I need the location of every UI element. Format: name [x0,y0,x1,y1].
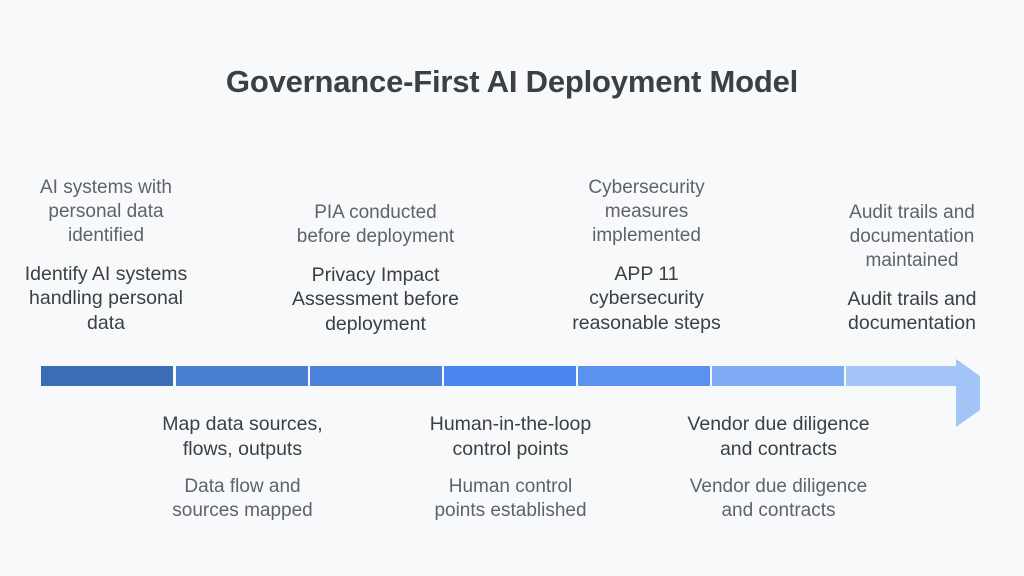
arrow-head-icon [956,359,980,427]
step-label-above-4: Audit trails and documentation [812,287,1012,336]
text-line: and contracts [719,437,838,460]
text-line: Privacy Impact [311,263,440,286]
text-line: AI systems with [40,177,172,198]
step-label-above-3: APP 11 cybersecurity reasonable steps [545,262,748,336]
step-label-above-2: Privacy Impact Assessment before deploym… [273,263,478,337]
spacer [6,248,206,262]
timeline-segment-3 [310,366,442,386]
spacer [273,249,478,263]
step-label-below-2: Human-in-the-loop control points [409,412,612,461]
step-block-above-2: PIA conducted before deployment Privacy … [273,201,478,337]
spacer [545,248,748,262]
text-line: maintained [865,249,959,271]
step-outcome-above-4: Audit trails and documentation maintaine… [812,201,1012,273]
spacer [676,461,881,475]
timeline-segment-2 [176,366,308,386]
text-line: measures [604,200,689,222]
text-line: APP 11 [614,262,679,285]
text-line: deployment [325,313,426,335]
spacer [812,273,1012,287]
timeline-segment-7 [846,366,956,386]
step-outcome-below-1: Data flow and sources mapped [141,475,344,523]
phase-progression-arrow [41,359,980,427]
timeline-segment-6 [712,366,844,386]
spacer [409,461,612,475]
timeline-segment-1 [41,366,173,386]
text-line: reasonable steps [572,311,721,334]
step-block-above-1: AI systems with personal data identified… [6,176,206,336]
step-block-above-4: Audit trails and documentation maintaine… [812,201,1012,336]
text-line: implemented [592,224,701,246]
text-line: PIA conducted [314,202,437,223]
step-outcome-below-2: Human control points established [409,475,612,523]
text-line: Vendor due diligence [687,413,870,435]
step-outcome-above-2: PIA conducted before deployment [273,201,478,249]
text-line: identified [67,224,145,246]
spacer [141,461,344,475]
text-line: documentation [849,225,975,247]
step-label-below-1: Map data sources, flows, outputs [141,412,344,461]
text-line: Human control [448,476,573,498]
text-line: Human-in-the-loop [429,413,592,435]
text-line: Audit trails and [849,202,975,223]
text-line: Data flow and [184,476,301,498]
text-line: control points [452,437,569,460]
text-line: flows, outputs [182,437,303,460]
text-line: Map data sources, [162,413,323,435]
step-outcome-above-1: AI systems with personal data identified [6,176,206,248]
step-label-below-3: Vendor due diligence and contracts [676,412,881,461]
step-outcome-below-3: Vendor due diligence and contracts [676,475,881,523]
text-line: before deployment [296,225,455,247]
text-line: Cybersecurity [588,177,705,198]
text-line: Identify AI systems [24,262,188,285]
text-line: documentation [848,312,976,335]
step-label-above-1: Identify AI systems handling personal da… [6,262,206,336]
step-block-below-2: Human-in-the-loop control points Human c… [409,412,612,523]
step-outcome-above-3: Cybersecurity measures implemented [545,176,748,248]
timeline-segment-5 [578,366,710,386]
text-line: personal data [48,200,164,222]
step-block-above-3: Cybersecurity measures implemented APP 1… [545,176,748,336]
text-line: and contracts [721,500,836,522]
text-line: sources mapped [172,500,313,522]
text-line: cybersecurity [589,287,704,310]
text-line: handling personal [29,287,183,310]
step-block-below-1: Map data sources, flows, outputs Data fl… [141,412,344,523]
text-line: Assessment before [292,288,459,311]
step-block-below-3: Vendor due diligence and contracts Vendo… [676,412,881,523]
text-line: Audit trails and [847,287,977,310]
timeline-segment-4 [444,366,576,386]
text-line: points established [434,500,587,522]
text-line: Vendor due diligence [689,476,868,498]
text-line: data [87,311,125,334]
page-title: Governance-First AI Deployment Model [225,64,799,99]
